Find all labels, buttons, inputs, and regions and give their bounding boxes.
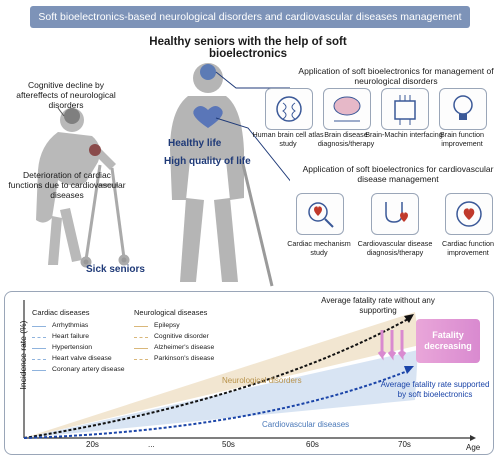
seniors-illustration — [36, 63, 290, 287]
legend-neuro-item: Parkinson's disease — [154, 355, 215, 362]
sick-seniors-label: Sick seniors — [86, 264, 145, 275]
fatality-without-label: Average fatality rate without any suppor… — [321, 296, 435, 315]
fatality-with-line — [23, 369, 411, 439]
cardio-item-1-label: Cardiac mechanism study — [287, 239, 351, 257]
heart-patch-icon — [445, 193, 493, 235]
cane — [240, 159, 274, 287]
legend-neuro-item: Epilepsy — [154, 322, 180, 329]
cardiac-label: Deterioration of cardiac functions due t… — [8, 170, 126, 200]
cognitive-label: Cognitive decline by aftereffects of neu… — [16, 80, 116, 110]
healthy-life-label: Healthy life — [168, 138, 222, 149]
fatality-without-arrow — [404, 314, 414, 323]
fatality-without-line — [23, 317, 411, 439]
neuro-item-3-label: Brain-Machin interfacing — [365, 130, 443, 139]
legend-cardiac-item: Heart valve disease — [52, 355, 112, 362]
cardio-band-label: Cardiovascular diseases — [262, 420, 350, 429]
fatality-with-label: Average fatality rate supported by soft … — [380, 380, 490, 399]
x-axis-label: Age — [466, 443, 481, 452]
healthy-heart-icon — [193, 106, 223, 128]
x-tick-60s: 60s — [306, 440, 319, 449]
heart-magnifier-icon — [296, 193, 344, 235]
neuro-band-label: Neurological disorders — [222, 376, 302, 385]
brain-scan-icon — [323, 88, 371, 130]
decrease-arrow-1 — [377, 330, 387, 361]
cardio-item-3-label: Cardiac function improvement — [442, 239, 494, 257]
decrease-arrow-2 — [387, 330, 397, 361]
decrease-arrow-3 — [397, 330, 407, 361]
legend-cardiac-title: Cardiac diseases — [32, 308, 90, 317]
banner-title: Soft bioelectronics-based neurological d… — [30, 6, 470, 28]
legend-cardiac-item: Arrhythmias — [52, 322, 89, 329]
quality-life-label: High quality of life — [164, 156, 251, 167]
cardio-pointer-line — [215, 117, 290, 182]
neuro-band — [24, 312, 420, 438]
neuro-item-4-label: Brain function improvement — [440, 130, 484, 148]
legend-cardiac-item: Coronary artery disease — [52, 366, 125, 373]
legend-cardiac-item: Heart failure — [52, 333, 90, 340]
legend-cardiac-swatch — [32, 326, 46, 327]
x-tick-70s: 70s — [398, 440, 411, 449]
legend-cardiac-swatch — [32, 348, 46, 349]
neuro-section-title: Application of soft bioelectronics for m… — [298, 66, 494, 86]
legend-neuro-title: Neurological diseases — [134, 308, 208, 317]
x-tick-20s: 20s — [86, 440, 99, 449]
legend-neuro-swatch — [134, 359, 148, 360]
legend-neuro-swatch — [134, 326, 148, 327]
fatality-decreasing-box: Fatality decreasing — [416, 319, 480, 363]
stethoscope-heart-icon — [371, 193, 419, 235]
x-tick-50s: 50s — [222, 440, 235, 449]
legend-cardiac-item: Hypertension — [52, 344, 93, 351]
y-axis-label: Incidence rate (%) — [18, 320, 28, 390]
x-tick-ellipsis: ... — [148, 440, 155, 449]
cognitive-pointer — [57, 107, 65, 117]
lightbulb-icon — [439, 88, 487, 130]
chip-icon — [381, 88, 429, 130]
legend-cardiac-swatch — [32, 370, 46, 371]
legend-neuro-swatch — [134, 337, 148, 338]
legend-neuro-item: Cognitive disorder — [154, 333, 209, 340]
sick-brain-icon — [64, 108, 80, 124]
sick-heart-icon — [89, 144, 101, 156]
legend-neuro-item: Alzheimer's disease — [154, 344, 215, 351]
neuro-item-1-label: Human brain cell atlas study — [252, 130, 324, 148]
cardio-section-title: Application of soft bioelectronics for c… — [302, 164, 494, 184]
healthy-brain-icon — [200, 64, 216, 80]
x-axis-arrow — [470, 435, 476, 441]
cardio-item-2-label: Cardiovascular disease diagnosis/therapy — [357, 239, 433, 257]
fatality-with-arrow — [404, 366, 414, 374]
page-subtitle: Healthy seniors with the help of soft bi… — [149, 36, 347, 60]
legend-cardiac-swatch — [32, 337, 46, 338]
legend-cardiac-swatch — [32, 359, 46, 360]
brain-icon — [265, 88, 313, 130]
legend-neuro-swatch — [134, 348, 148, 349]
neuro-item-2-label: Brain disease diagnosis/therapy — [317, 130, 375, 148]
walker — [80, 164, 130, 268]
